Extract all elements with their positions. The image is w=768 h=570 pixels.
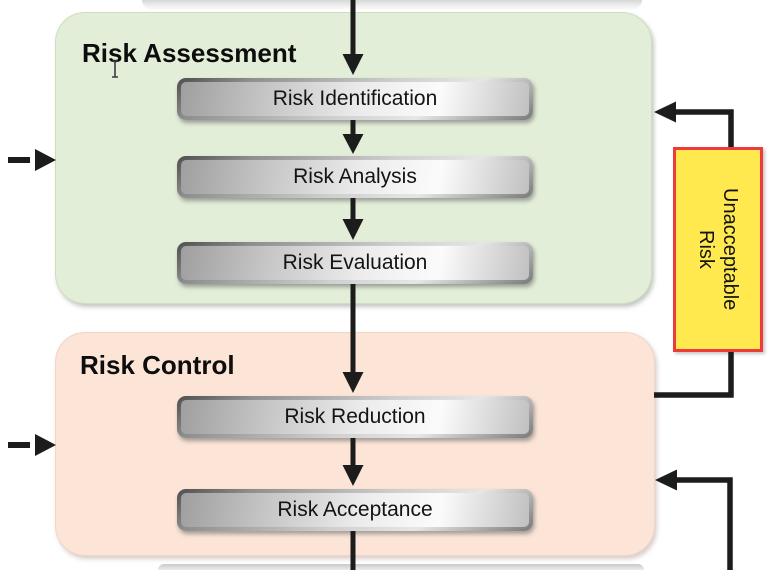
step-label: Risk Analysis: [181, 160, 529, 194]
text-ibeam-cursor-icon: [112, 60, 118, 78]
unacceptable-risk-text: Unacceptable Risk: [694, 188, 742, 310]
unacceptable-risk-label: Unacceptable Risk: [673, 147, 763, 352]
arrow-down-icon: [342, 198, 364, 240]
step-risk-analysis: Risk Analysis: [177, 156, 533, 198]
entry-arrow-down-icon: [342, 0, 364, 75]
dashed-input-arrow-assessment: [8, 149, 56, 171]
step-risk-reduction: Risk Reduction: [177, 396, 533, 438]
feedback-arrow-left-icon: [655, 469, 733, 570]
step-risk-identification: Risk Identification: [177, 78, 533, 120]
step-risk-evaluation: Risk Evaluation: [177, 242, 533, 284]
arrow-down-icon: [342, 438, 364, 486]
step-label: Risk Identification: [181, 82, 529, 116]
dashed-input-arrow-control: [8, 434, 56, 456]
step-label: Risk Acceptance: [181, 493, 529, 527]
step-label: Risk Reduction: [181, 400, 529, 434]
loop-arrow-left-icon: [654, 101, 734, 147]
step-label: Risk Evaluation: [181, 246, 529, 280]
loop-line-to-control: [654, 352, 734, 398]
offscreen-box-below: [158, 564, 644, 570]
offscreen-box-above: [142, 0, 642, 10]
risk-assessment-title: Risk Assessment: [82, 38, 297, 68]
unacceptable-risk-line-2: Risk: [695, 230, 717, 269]
risk-control-title: Risk Control: [80, 350, 235, 380]
arrow-down-icon: [342, 284, 364, 393]
unacceptable-risk-line-1: Unacceptable: [719, 188, 741, 311]
step-risk-acceptance: Risk Acceptance: [177, 489, 533, 531]
arrow-down-icon: [342, 120, 364, 154]
